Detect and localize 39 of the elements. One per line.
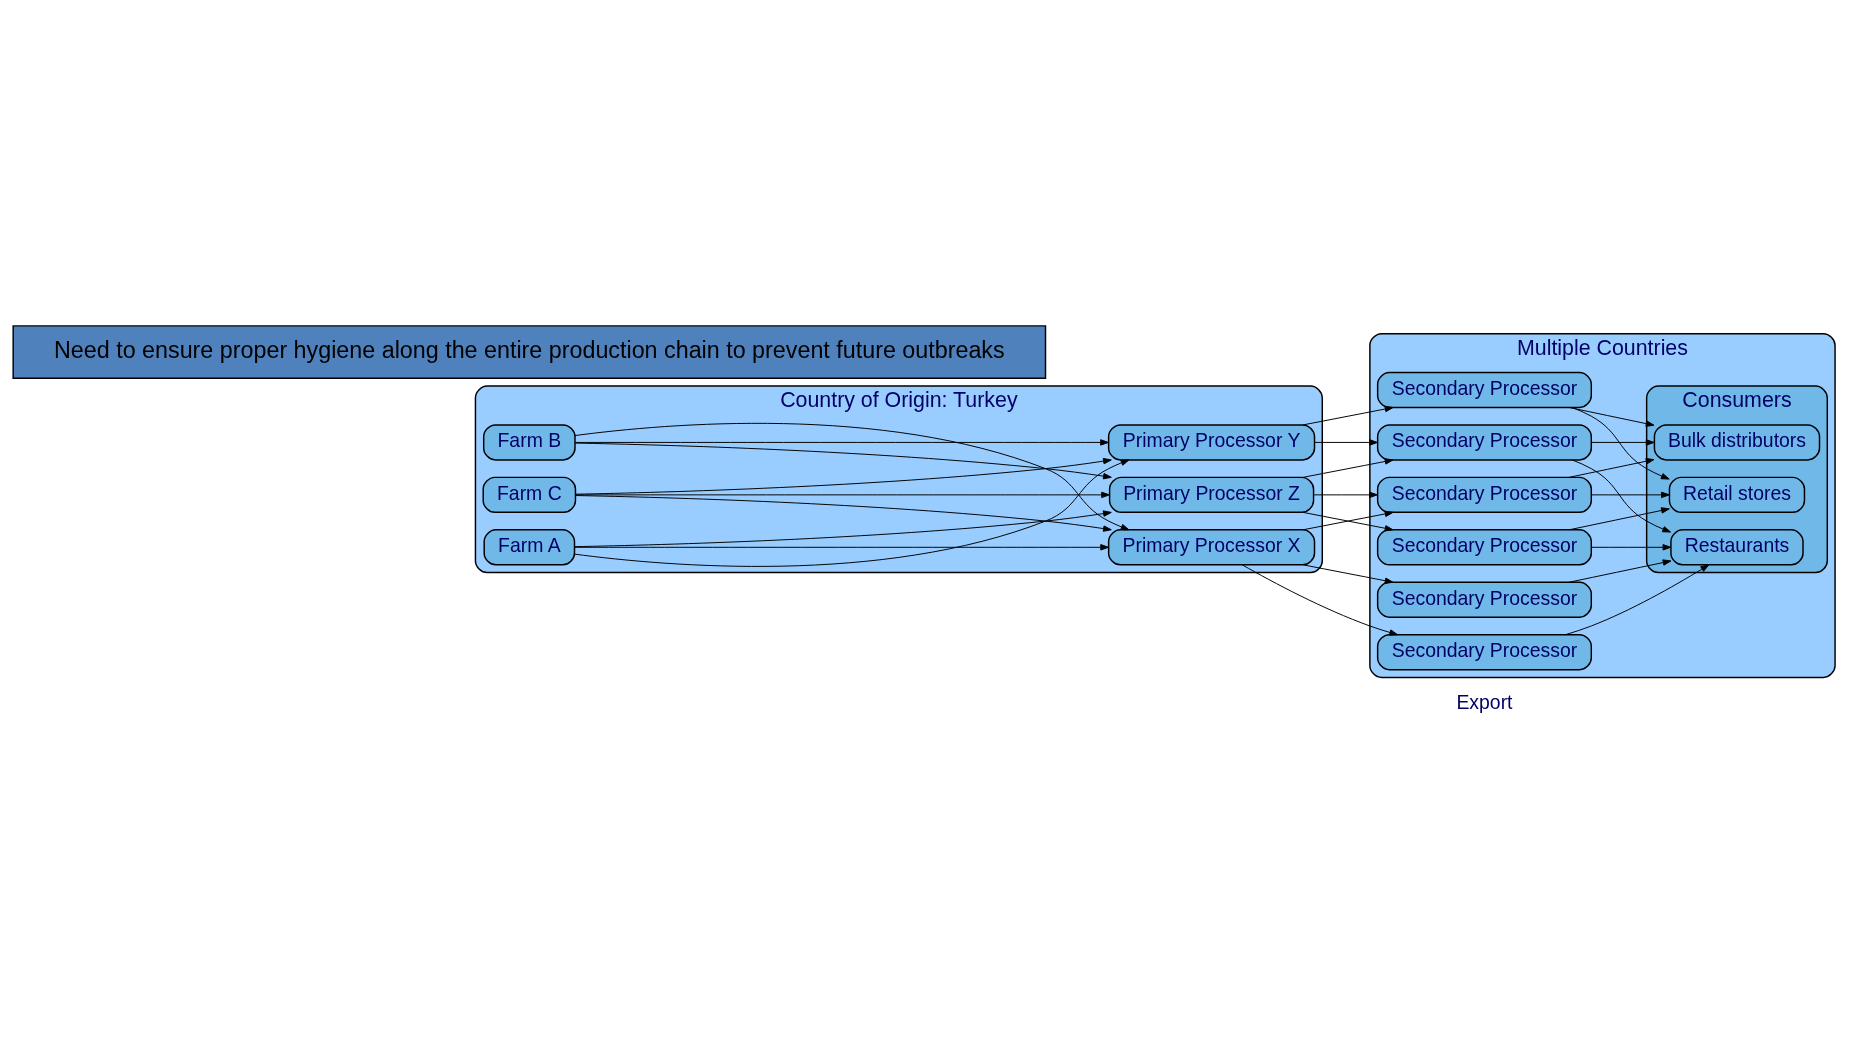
node-box: Secondary Processor [1376, 581, 1593, 618]
arrow [575, 491, 1110, 499]
arrow [1568, 507, 1670, 531]
arrow [1568, 407, 1655, 427]
arrow [1590, 491, 1670, 499]
node-box: Secondary Processor [1376, 424, 1593, 461]
arrow [1568, 458, 1655, 478]
label: Export [1456, 691, 1513, 714]
node-box: Secondary Processor [1376, 634, 1593, 671]
arrow [1590, 439, 1655, 446]
arrow [1302, 564, 1394, 584]
node-box: Secondary Processor [1376, 476, 1593, 514]
node-box: Farm B [482, 424, 576, 461]
arrow [1590, 544, 1672, 551]
arrow [1313, 491, 1378, 499]
arrow [1314, 439, 1378, 446]
arrow [574, 510, 1112, 548]
node-box: Secondary Processor [1376, 371, 1593, 409]
node-box: Farm C [482, 476, 577, 514]
arrow [574, 442, 1112, 480]
node-box: Need to ensure proper hygiene along the entire production chain to prevent future outbreaks [12, 325, 1047, 380]
arrow [1302, 458, 1394, 478]
arrow [575, 495, 1112, 532]
node-box: Primary Processor X [1107, 529, 1316, 566]
arrow [574, 459, 1130, 567]
arrow [574, 544, 1109, 551]
arrow [574, 422, 1130, 531]
node-box: Primary Processor Z [1108, 476, 1315, 514]
node-box: Restaurants [1670, 529, 1804, 566]
arrow [1302, 405, 1394, 426]
node-box: Primary Processor Y [1107, 424, 1316, 461]
arrow [575, 457, 1112, 495]
arrow [1571, 459, 1672, 533]
node-box: Retail stores [1668, 476, 1806, 514]
arrow [1241, 564, 1399, 636]
node-box: Farm A [483, 529, 576, 566]
arrow [1571, 407, 1670, 480]
node-box: Bulk distributors [1653, 424, 1821, 461]
node-box: Secondary Processor [1376, 529, 1593, 566]
